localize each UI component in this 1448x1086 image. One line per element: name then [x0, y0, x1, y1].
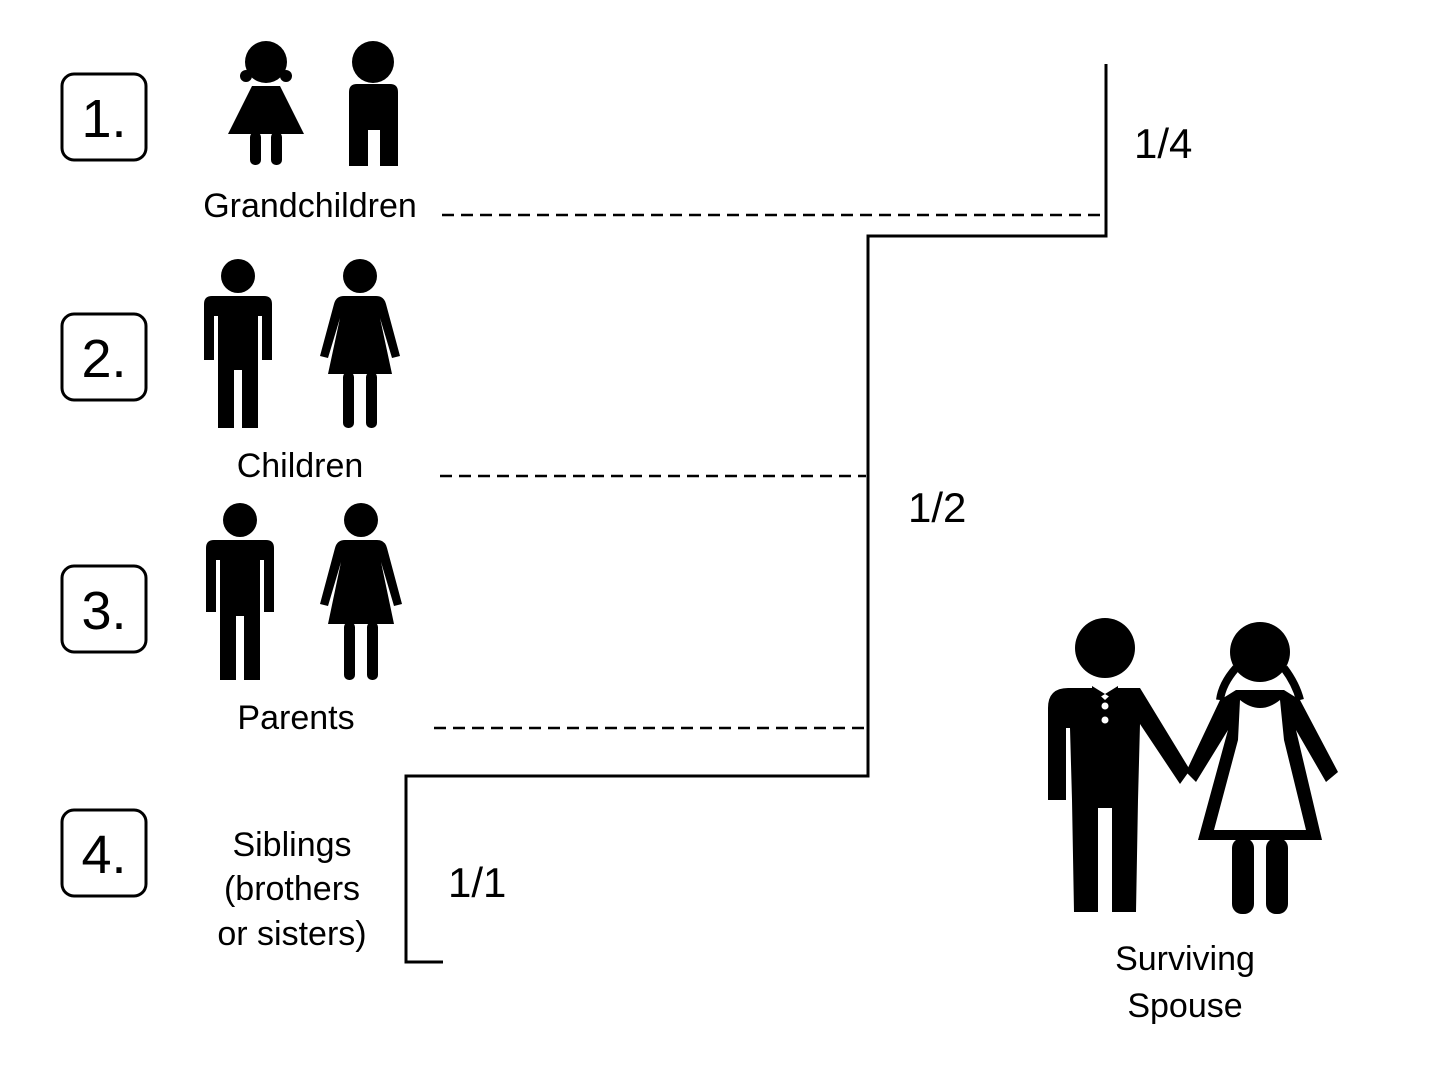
grandchildren-label: Grandchildren — [203, 187, 417, 225]
row-3-number-box: 3. — [60, 564, 148, 654]
girl-icon — [228, 41, 304, 165]
fraction-whole: 1/1 — [448, 859, 506, 906]
row-3-number: 3. — [81, 581, 126, 641]
share-staircase-line — [404, 64, 1108, 964]
man-icon — [204, 259, 272, 428]
row-1-number: 1. — [81, 89, 126, 149]
row-4-number: 4. — [81, 825, 126, 885]
boy-icon — [349, 41, 398, 166]
spouse-label-line-1: Surviving — [1115, 940, 1255, 978]
parents-label: Parents — [237, 699, 354, 737]
spouse-label-line-2: Spouse — [1127, 987, 1242, 1025]
siblings-label-line-1: Siblings — [232, 826, 351, 864]
row-4-number-box: 4. — [60, 808, 148, 898]
siblings-label-line-2: (brothers — [224, 870, 360, 908]
bride-and-groom-icon — [1048, 618, 1338, 914]
row-1-number-box: 1. — [60, 72, 148, 162]
children-label: Children — [237, 447, 364, 485]
siblings-label-line-3: or sisters) — [217, 915, 366, 953]
woman-icon — [320, 259, 400, 428]
man-icon — [206, 503, 274, 680]
row-2-number: 2. — [81, 329, 126, 389]
woman-icon — [320, 503, 402, 680]
fraction-half: 1/2 — [908, 484, 966, 531]
row-2-number-box: 2. — [60, 312, 148, 402]
fraction-quarter: 1/4 — [1134, 120, 1192, 167]
